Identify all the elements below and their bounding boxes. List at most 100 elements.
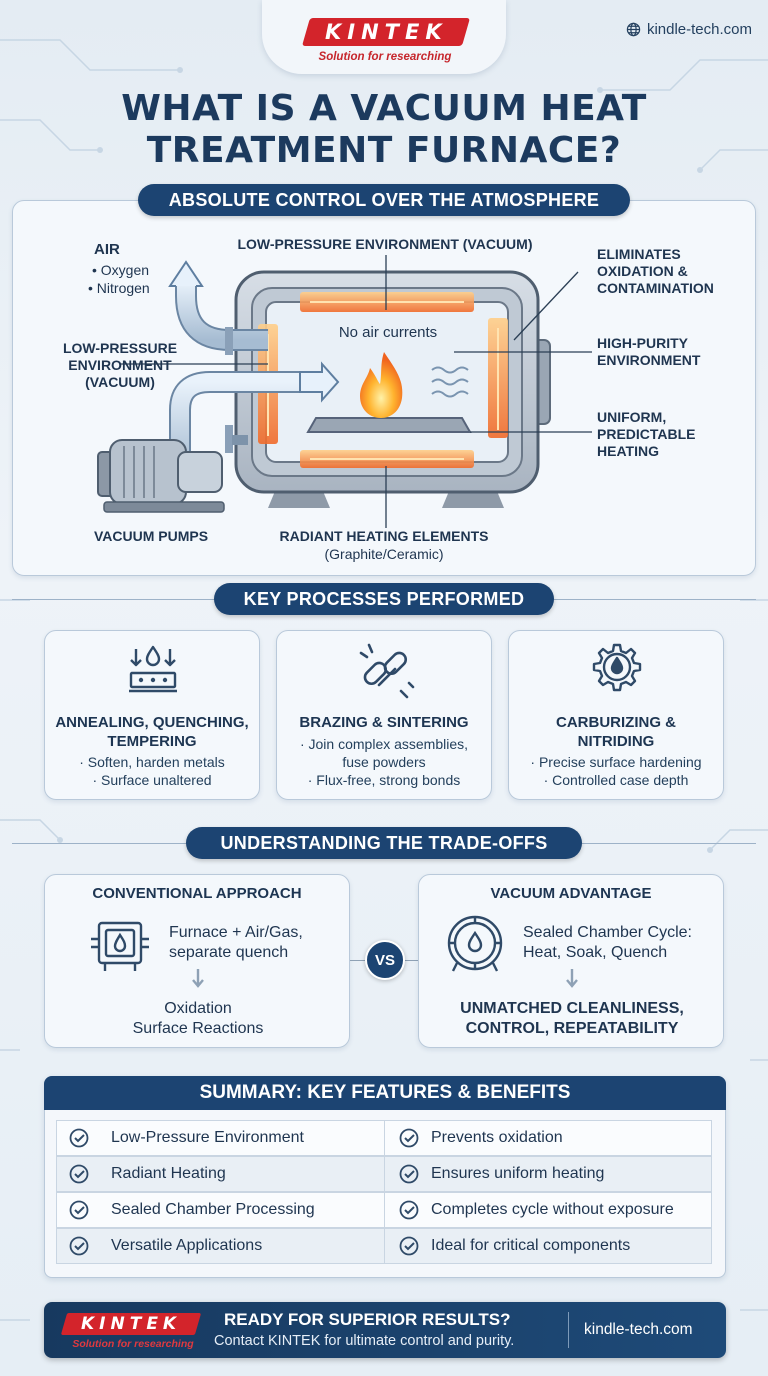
- footer-logo-text: KINTEK: [80, 1314, 182, 1334]
- footer-divider: [568, 1312, 569, 1348]
- process-bullet: · Surface unaltered: [92, 772, 212, 788]
- vacuum-advantage-title: VACUUM ADVANTAGE: [490, 885, 652, 902]
- process-bullet: · Precise surface hardening: [530, 754, 702, 770]
- furnace-icon: [91, 921, 149, 971]
- top-vacuum-label: LOW-PRESSURE ENVIRONMENT (VACUUM): [237, 236, 533, 252]
- heat-treat-icon: [129, 645, 177, 693]
- globe-icon: [626, 22, 641, 37]
- footer-banner: KINTEK Solution for researching READY FO…: [44, 1302, 726, 1358]
- process-bullet: · Controlled case depth: [543, 772, 689, 788]
- page-title: WHAT IS A VACUUM HEAT TREATMENT FURNACE?: [0, 88, 768, 172]
- process-title: BRAZING & SINTERING: [277, 713, 491, 732]
- feature-cell: Versatile Applications: [69, 1229, 262, 1263]
- benefit-text: Completes cycle without exposure: [431, 1201, 674, 1218]
- sealed-chamber-icon: [447, 915, 503, 972]
- process-title-line: NITRIDING: [577, 733, 655, 750]
- air-label: AIR: [94, 241, 120, 258]
- check-circle-icon: [399, 1236, 419, 1256]
- gear-drop-icon: [592, 643, 642, 692]
- air-item-oxygen: • Oxygen: [92, 262, 150, 278]
- vs-line-right: [405, 960, 419, 961]
- right-label-line: HIGH-PURITY: [597, 335, 688, 351]
- processes-heading: KEY PROCESSES PERFORMED: [214, 583, 554, 615]
- process-card-carburizing: CARBURIZING & NITRIDING · Precise surfac…: [508, 630, 724, 800]
- down-arrow-icon: [192, 969, 204, 988]
- furnace-diagram: [97, 255, 592, 528]
- process-title-line: ANNEALING, QUENCHING,: [55, 714, 249, 731]
- tradeoffs-heading: UNDERSTANDING THE TRADE-OFFS: [186, 827, 582, 859]
- process-title-line: TEMPERING: [107, 733, 197, 750]
- right-label-line: HEATING: [597, 443, 659, 459]
- chain-link-icon: [359, 643, 415, 699]
- process-card-brazing: BRAZING & SINTERING · Join complex assem…: [276, 630, 492, 800]
- air-current-waves: [431, 366, 469, 398]
- air-out-arrow: [168, 260, 204, 287]
- process-bullet: · Soften, harden metals: [79, 754, 225, 770]
- check-circle-icon: [69, 1200, 89, 1220]
- vacuum-advantage-result: UNMATCHED CLEANLINESS, CONTROL, REPEATAB…: [419, 999, 725, 1039]
- feature-cell: Radiant Heating: [69, 1157, 226, 1191]
- conventional-desc-line: Furnace + Air/Gas,: [169, 924, 303, 941]
- benefit-text: Ensures uniform heating: [431, 1165, 605, 1182]
- process-bullets: · Precise surface hardening · Controlled…: [509, 753, 723, 789]
- benefit-cell: Prevents oxidation: [399, 1121, 563, 1155]
- process-card-heat-treat: ANNEALING, QUENCHING, TEMPERING · Soften…: [44, 630, 260, 800]
- right-label-line: OXIDATION &: [597, 263, 688, 279]
- footer-headline: READY FOR SUPERIOR RESULTS?: [224, 1310, 511, 1329]
- process-title: ANNEALING, QUENCHING, TEMPERING: [45, 713, 259, 751]
- feature-cell: Low-Pressure Environment: [69, 1121, 304, 1155]
- high-purity-label: HIGH-PURITY ENVIRONMENT: [597, 335, 700, 369]
- check-circle-icon: [399, 1200, 419, 1220]
- air-item-nitrogen: • Nitrogen: [88, 280, 150, 296]
- footer-logo-tagline: Solution for researching: [72, 1338, 194, 1350]
- conventional-result-line: Oxidation: [164, 1000, 232, 1017]
- feature-text: Sealed Chamber Processing: [111, 1201, 315, 1218]
- vacuum-result-line: UNMATCHED CLEANLINESS,: [460, 1000, 684, 1017]
- left-vacuum-label: LOW-PRESSURE ENVIRONMENT (VACUUM): [40, 340, 200, 391]
- process-title-line: CARBURIZING &: [556, 714, 676, 731]
- feature-text: Versatile Applications: [111, 1237, 263, 1254]
- vacuum-pumps-label: VACUUM PUMPS: [94, 528, 209, 544]
- check-circle-icon: [69, 1236, 89, 1256]
- check-circle-icon: [399, 1164, 419, 1184]
- vacuum-advantage-card: VACUUM ADVANTAGE Sealed Chamber Cycle: H…: [418, 874, 724, 1048]
- uniform-heating-label: UNIFORM, PREDICTABLE HEATING: [597, 409, 696, 460]
- work-tray: [306, 417, 472, 433]
- vacuum-flow-arrow: [299, 361, 340, 403]
- heating-elements-sublabel: (Graphite/Ceramic): [324, 546, 444, 562]
- process-title: CARBURIZING & NITRIDING: [509, 713, 723, 751]
- vacuum-desc-line: Heat, Soak, Quench: [523, 944, 668, 961]
- flame-icon: [360, 352, 403, 418]
- right-label-line: UNIFORM,: [597, 409, 667, 425]
- logo-tagline: Solution for researching: [318, 51, 452, 63]
- vacuum-pump-icon: [97, 439, 225, 513]
- benefit-cell: Completes cycle without exposure: [399, 1193, 674, 1227]
- website-link[interactable]: kindle-tech.com: [626, 21, 752, 38]
- footer-logo[interactable]: KINTEK: [60, 1313, 202, 1335]
- vs-line-left: [350, 960, 365, 961]
- footer-website-link[interactable]: kindle-tech.com: [584, 1321, 693, 1338]
- title-line-1: WHAT IS A VACUUM HEAT: [121, 88, 647, 129]
- summary-column-divider: [384, 1120, 385, 1264]
- left-vacuum-label-line: ENVIRONMENT: [68, 357, 172, 373]
- process-bullet: · Join complex assemblies,: [299, 736, 469, 752]
- footer-subline: Contact KINTEK for ultimate control and …: [214, 1333, 515, 1349]
- eliminates-oxidation-label: ELIMINATES OXIDATION & CONTAMINATION: [597, 246, 714, 297]
- right-label-line: ELIMINATES: [597, 246, 681, 262]
- vacuum-advantage-description: Sealed Chamber Cycle: Heat, Soak, Quench: [523, 923, 692, 963]
- benefit-cell: Ideal for critical components: [399, 1229, 630, 1263]
- title-line-2: TREATMENT FURNACE?: [146, 130, 622, 171]
- process-bullets: · Soften, harden metals · Surface unalte…: [45, 753, 259, 789]
- benefit-text: Ideal for critical components: [431, 1237, 631, 1254]
- leader-lines: [120, 255, 592, 528]
- left-vacuum-label-line: LOW-PRESSURE: [62, 340, 178, 356]
- right-label-line: CONTAMINATION: [597, 280, 714, 296]
- process-bullet: · Flux-free, strong bonds: [307, 772, 461, 788]
- right-label-line: PREDICTABLE: [597, 426, 696, 442]
- conventional-title: CONVENTIONAL APPROACH: [92, 885, 302, 902]
- website-text: kindle-tech.com: [646, 21, 752, 38]
- radiant-heating-elements: [258, 292, 508, 468]
- atmosphere-heading: ABSOLUTE CONTROL OVER THE ATMOSPHERE: [138, 184, 630, 216]
- left-vacuum-label-line: (VACUUM): [85, 374, 155, 390]
- vacuum-result-line: CONTROL, REPEATABILITY: [465, 1020, 679, 1037]
